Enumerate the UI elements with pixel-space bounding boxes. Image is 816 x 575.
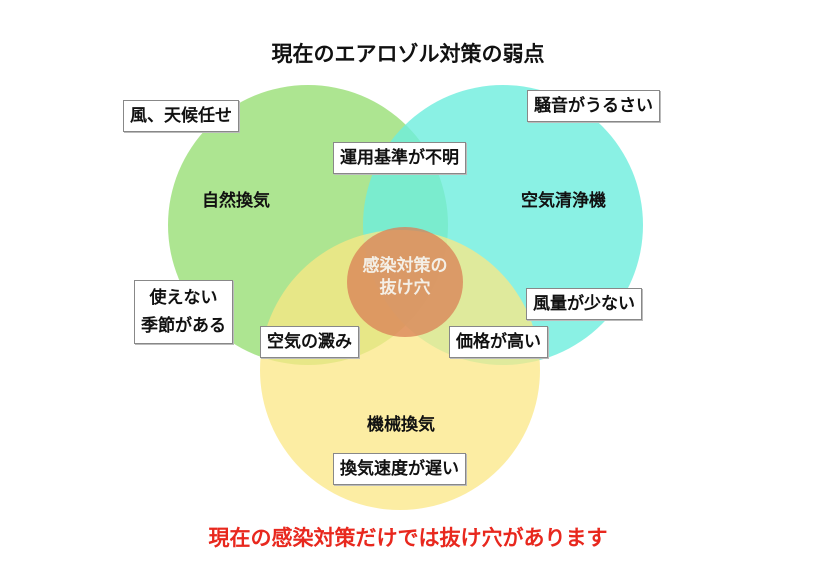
note-unclear: 運用基準が不明	[333, 142, 466, 174]
circle-loophole	[347, 227, 463, 337]
circle-mechanical-ventilation	[260, 230, 540, 510]
center-label: 感染対策の 抜け穴	[345, 255, 465, 299]
note-season: 使えない 季節がある	[134, 280, 233, 344]
note-season-line1: 使えない	[149, 288, 218, 308]
label-mechanical-ventilation: 機械換気	[367, 415, 435, 435]
footer-message: 現在の感染対策だけでは抜け穴があります	[208, 526, 608, 550]
note-stagnant: 空気の澱み	[260, 326, 359, 358]
note-price: 価格が高い	[449, 326, 548, 358]
note-season-line2: 季節がある	[141, 316, 226, 336]
center-line2: 抜け穴	[379, 278, 431, 298]
label-natural-ventilation: 自然換気	[202, 191, 270, 211]
diagram-title: 現在のエアロゾル対策の弱点	[271, 42, 545, 66]
note-weather: 風、天候任せ	[123, 100, 239, 132]
center-line1: 感染対策の	[362, 256, 448, 276]
note-speed: 換気速度が遅い	[333, 453, 466, 485]
note-noise: 騒音がうるさい	[527, 90, 660, 122]
label-air-purifier: 空気清浄機	[521, 191, 606, 211]
note-airflow: 風量が少ない	[526, 288, 642, 320]
